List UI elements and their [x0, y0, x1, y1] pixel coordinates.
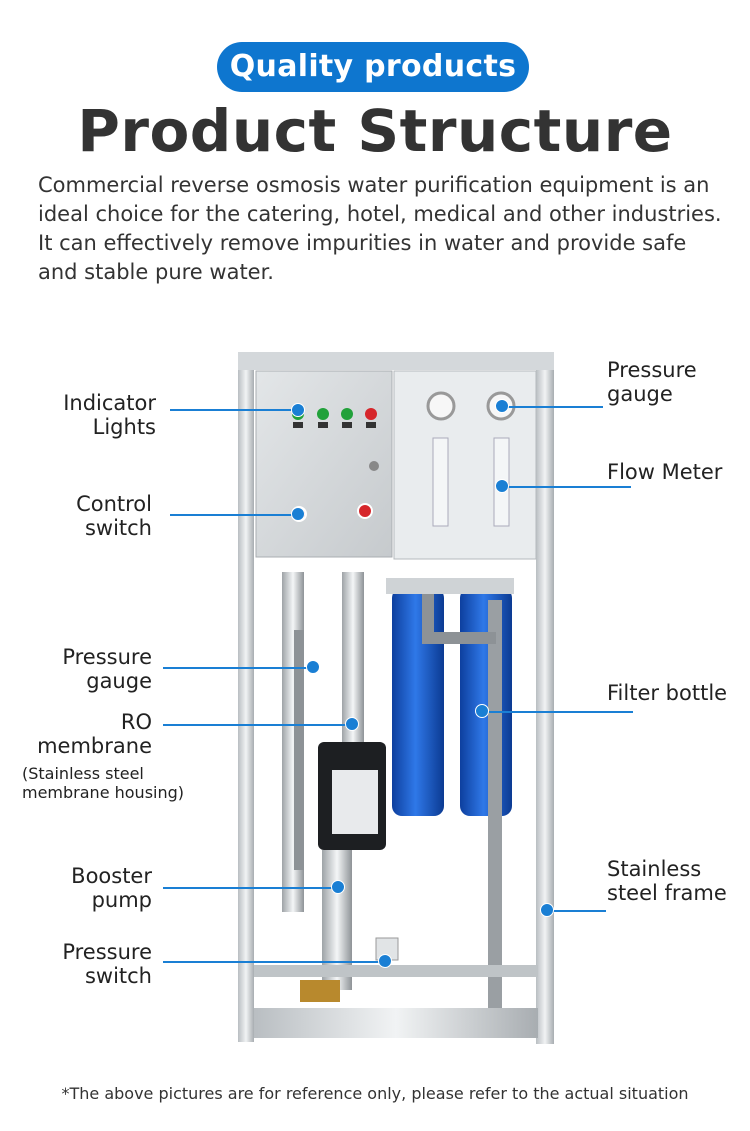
label-pressure-gauge-left: Pressure gauge	[30, 645, 152, 693]
flow-meter-marker	[495, 479, 509, 493]
filter-bottle-marker	[475, 704, 489, 718]
label-line: pump	[91, 888, 152, 912]
label-line: Pressure	[62, 940, 152, 964]
pressure-switch-leader	[163, 961, 385, 963]
intro-paragraph: Commercial reverse osmosis water purific…	[38, 173, 722, 284]
label-flow-meter: Flow Meter	[607, 460, 747, 484]
ro-membrane-leader	[163, 724, 353, 726]
label-line: Stainless	[607, 857, 702, 881]
label-pressure-gauge-right: Pressure gauge	[607, 358, 737, 406]
label-indicator-lights: Indicator Lights	[36, 391, 156, 439]
indicator-lights-leader	[170, 409, 298, 411]
pressure-gauge-left-leader	[163, 667, 313, 669]
indicator-lights-marker	[291, 403, 305, 417]
pressure-gauge-left-marker	[306, 660, 320, 674]
flow-meter-leader	[503, 486, 631, 488]
disclaimer-footer: *The above pictures are for reference on…	[61, 1084, 689, 1103]
label-line: Flow Meter	[607, 460, 723, 484]
label-line: Indicator	[63, 391, 156, 415]
label-line: Control	[76, 492, 152, 516]
label-line: switch	[84, 964, 152, 988]
stainless-frame-marker	[540, 903, 554, 917]
label-line: membrane	[37, 734, 152, 758]
stainless-frame-leader	[548, 910, 606, 912]
label-line: (Stainless steel	[22, 764, 144, 783]
label-line: switch	[84, 516, 152, 540]
label-ro-membrane-note: (Stainless steel membrane housing)	[22, 764, 222, 802]
label-line: Pressure	[607, 358, 697, 382]
label-pressure-switch: Pressure switch	[30, 940, 152, 988]
control-switch-marker	[291, 507, 305, 521]
label-booster-pump: Booster pump	[30, 864, 152, 912]
label-stainless-frame: Stainless steel frame	[607, 857, 747, 905]
ro-membrane-marker	[345, 717, 359, 731]
label-ro-membrane: RO membrane	[22, 710, 152, 758]
booster-pump-leader	[163, 887, 339, 889]
filter-bottle-leader	[483, 711, 633, 713]
label-line: Lights	[92, 415, 156, 439]
label-line: RO	[120, 710, 152, 734]
label-line: steel frame	[607, 881, 727, 905]
label-line: membrane housing)	[22, 783, 185, 802]
label-line: Filter bottle	[607, 681, 728, 705]
label-line: Pressure	[62, 645, 152, 669]
control-switch-leader	[170, 514, 298, 516]
booster-pump-marker	[331, 880, 345, 894]
pressure-gauge-right-leader	[503, 406, 603, 408]
label-filter-bottle: Filter bottle	[607, 681, 747, 705]
pressure-gauge-right-marker	[495, 399, 509, 413]
pressure-switch-marker	[378, 954, 392, 968]
label-control-switch: Control switch	[36, 492, 152, 540]
label-line: gauge	[86, 669, 152, 693]
label-line: gauge	[607, 382, 673, 406]
quality-badge: Quality products	[217, 42, 529, 92]
label-line: Booster	[71, 864, 152, 888]
page-title: Product Structure	[77, 97, 673, 165]
